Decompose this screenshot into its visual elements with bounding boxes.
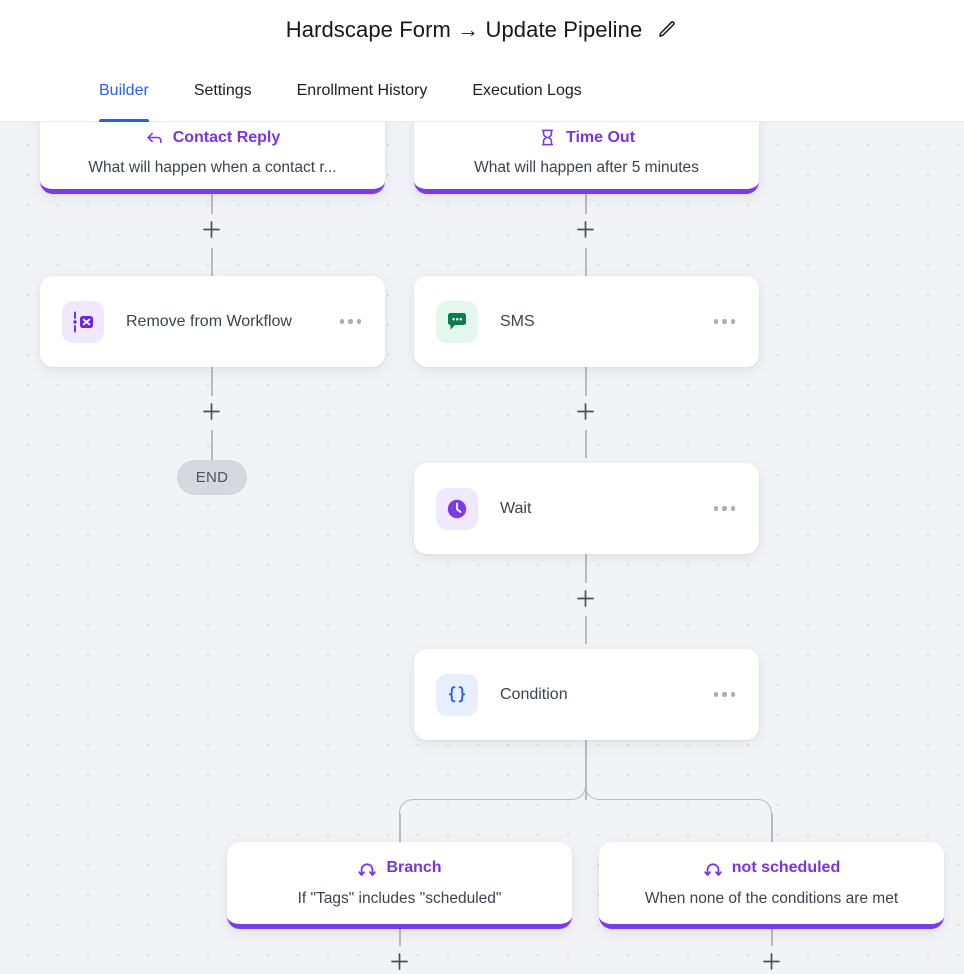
tab-settings[interactable]: Settings [194,60,252,121]
plus-icon [576,402,594,420]
connector-right-5 [585,554,587,586]
sms-chat-icon [436,300,478,343]
node-contact-reply-subtitle: What will happen when a contact r... [88,159,337,176]
end-badge[interactable]: END [177,460,247,495]
connector-right-1 [585,194,587,228]
connector-left-3 [211,367,213,401]
node-sms[interactable]: SMS [414,276,759,367]
page-title: Hardscape Form → Update Pipeline [285,17,643,42]
plus-icon [576,220,594,238]
connector-left-1 [211,194,213,228]
branch-split-corner-left [571,786,586,800]
connector-left-4 [211,430,213,460]
node-condition-menu[interactable] [712,686,738,703]
connector-branch-left-down [399,814,401,842]
page-title-group: Hardscape Form → Update Pipeline [286,17,679,43]
remove-from-workflow-glyph [73,311,93,332]
tab-enrollment-history[interactable]: Enrollment History [297,60,428,121]
node-condition[interactable]: Condition [414,649,759,740]
branch-fork-icon [704,863,722,876]
app-header: Hardscape Form → Update Pipeline [0,0,964,60]
branch-fork-icon [358,863,377,876]
plus-icon [762,952,780,970]
clock-icon [436,487,478,530]
tab-bar: Builder Settings Enrollment History Exec… [0,60,964,122]
add-step-button-right-1[interactable] [570,214,600,244]
branch-split-hline-right [599,798,758,801]
hourglass-icon [541,129,554,146]
remove-from-workflow-icon [62,300,104,343]
tab-enrollment-history-label: Enrollment History [296,81,428,99]
node-time-out-subtitle: What will happen after 5 minutes [474,159,699,176]
add-step-button-left-2[interactable] [196,396,226,426]
add-step-button-left-1[interactable] [196,214,226,244]
tab-builder[interactable]: Builder [99,60,149,122]
tab-builder-label: Builder [99,81,149,99]
node-branch-scheduled-head: Branch [357,858,442,878]
node-branch-not-scheduled[interactable]: not scheduled When none of the condition… [599,842,944,929]
connector-left-2 [211,248,213,276]
node-contact-reply-head: Contact Reply [145,128,281,147]
braces-glyph [448,685,466,702]
plus-icon [202,220,220,238]
node-contact-reply-title: Contact Reply [172,128,281,146]
plus-icon [390,952,408,970]
braces-icon [436,673,478,716]
node-wait-label: Wait [500,499,532,517]
branch-split-corner-right [585,786,600,800]
node-wait[interactable]: Wait [414,463,759,554]
node-time-out-title: Time Out [565,128,636,146]
node-wait-menu[interactable] [712,500,738,517]
node-contact-reply[interactable]: Contact Reply What will happen when a co… [40,122,385,194]
node-branch-not-scheduled-head: not scheduled [703,858,840,878]
end-badge-label: END [195,469,229,486]
connector-right-4 [585,430,587,458]
node-condition-label: Condition [500,685,568,703]
connector-right-6 [585,616,587,644]
branch-right-corner [757,798,772,815]
pencil-icon[interactable] [656,19,678,41]
plus-icon [202,402,220,420]
node-branch-scheduled[interactable]: Branch If "Tags" includes "scheduled" [227,842,572,929]
clock-glyph [447,499,467,518]
tab-execution-logs[interactable]: Execution Logs [472,60,581,121]
node-sms-label: SMS [500,312,535,330]
tab-execution-logs-label: Execution Logs [472,81,582,99]
connector-right-7 [585,740,587,800]
node-branch-scheduled-subtitle: If "Tags" includes "scheduled" [297,890,502,907]
add-step-button-right-2[interactable] [570,396,600,426]
node-branch-scheduled-title: Branch [386,859,442,876]
connector-right-3 [585,367,587,401]
add-step-button-branch-left[interactable] [384,946,414,974]
node-remove-from-workflow[interactable]: Remove from Workflow [40,276,385,367]
node-remove-from-workflow-label: Remove from Workflow [126,312,292,330]
plus-icon [576,589,594,607]
node-branch-not-scheduled-subtitle: When none of the conditions are met [644,890,899,907]
branch-split-hline-left [413,798,572,801]
node-time-out[interactable]: Time Out What will happen after 5 minute… [414,122,759,194]
add-step-button-right-3[interactable] [570,583,600,613]
reply-arrow-icon [147,132,162,144]
node-time-out-head: Time Out [538,128,635,147]
sms-chat-glyph [448,312,466,330]
node-branch-not-scheduled-title: not scheduled [731,859,841,876]
tab-settings-label: Settings [193,81,252,99]
workflow-canvas[interactable]: Contact Reply What will happen when a co… [0,122,964,974]
node-remove-from-workflow-menu[interactable] [338,313,364,330]
connector-branch-right-down [771,814,773,842]
connector-right-2 [585,248,587,276]
branch-left-corner [399,798,414,815]
add-step-button-branch-right[interactable] [756,946,786,974]
node-sms-menu[interactable] [712,313,738,330]
